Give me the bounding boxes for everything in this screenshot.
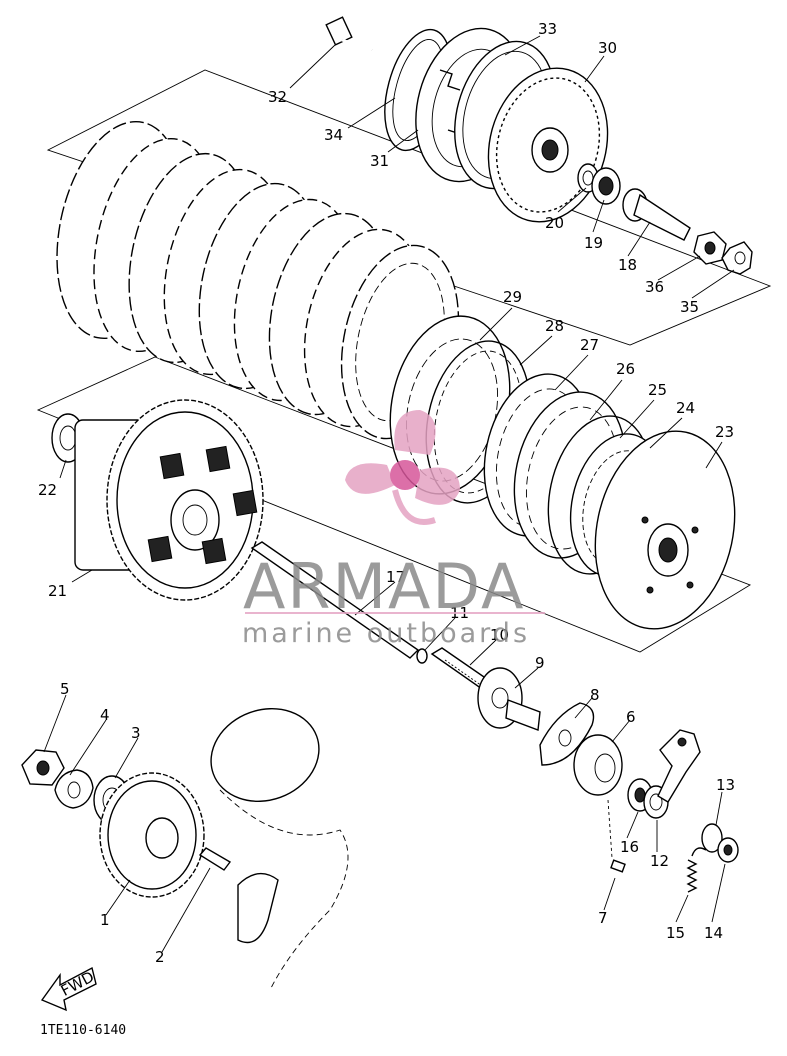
part-label-8: 8 xyxy=(590,686,600,704)
part-label-19: 19 xyxy=(584,234,603,252)
part-label-23: 23 xyxy=(715,423,734,441)
propeller-logo-icon xyxy=(345,410,460,525)
leader-lines xyxy=(43,35,735,953)
part-label-4: 4 xyxy=(100,706,110,724)
fwd-label: FWD xyxy=(58,968,97,1000)
part-label-16: 16 xyxy=(620,838,639,856)
part-label-24: 24 xyxy=(676,399,695,417)
spring-15 xyxy=(686,847,707,893)
part-label-12: 12 xyxy=(650,852,669,870)
part-label-9: 9 xyxy=(535,654,545,672)
part-label-15: 15 xyxy=(666,924,685,942)
washer-13 xyxy=(701,823,723,853)
part-labels: 1 2 3 4 5 6 7 8 9 10 11 12 13 14 15 16 1… xyxy=(38,20,735,966)
key-2 xyxy=(198,847,232,871)
plate-8 xyxy=(539,702,595,766)
o-ring-11 xyxy=(416,648,428,664)
document-code: 1TE110-6140 xyxy=(40,1023,126,1038)
push-rod-18 xyxy=(622,188,691,241)
part-label-35: 35 xyxy=(680,298,699,316)
part-label-10: 10 xyxy=(490,626,509,644)
part-label-7: 7 xyxy=(598,909,608,927)
armada-watermark: ARMADA marine outboards xyxy=(242,410,545,649)
watermark-underline xyxy=(245,612,545,614)
clutch-boss-23 xyxy=(594,430,736,630)
part-label-5: 5 xyxy=(60,680,70,698)
clutch-housing-21 xyxy=(74,399,264,601)
part-label-29: 29 xyxy=(503,288,522,306)
part-label-13: 13 xyxy=(716,776,735,794)
part-label-31: 31 xyxy=(370,152,389,170)
part-label-6: 6 xyxy=(626,708,636,726)
pressure-plate-30 xyxy=(487,67,609,223)
nut-5 xyxy=(21,749,65,786)
part-label-36: 36 xyxy=(645,278,664,296)
watermark-tagline: marine outboards xyxy=(242,618,530,649)
part-label-30: 30 xyxy=(598,39,617,57)
part-label-26: 26 xyxy=(616,360,635,378)
clutch-plate-stack xyxy=(56,120,460,440)
part-label-1: 1 xyxy=(100,911,110,929)
push-lever-9 xyxy=(477,667,541,731)
lock-washer-35 xyxy=(721,241,753,275)
part-label-27: 27 xyxy=(580,336,599,354)
part-label-28: 28 xyxy=(545,317,564,335)
watermark-brand: ARMADA xyxy=(243,550,525,623)
nut-36 xyxy=(693,231,727,265)
part-label-34: 34 xyxy=(324,126,343,144)
part-label-3: 3 xyxy=(131,724,141,742)
part-label-17: 17 xyxy=(386,568,405,586)
bolt-32 xyxy=(325,16,373,52)
lock-washer-4 xyxy=(54,769,94,809)
part-label-2: 2 xyxy=(155,948,165,966)
part-label-18: 18 xyxy=(618,256,637,274)
primary-drive-gear-1 xyxy=(99,772,205,898)
part-label-21: 21 xyxy=(48,582,67,600)
fwd-arrow: FWD xyxy=(40,966,97,1012)
part-label-33: 33 xyxy=(538,20,557,38)
pin-7 xyxy=(607,799,626,873)
bearing-19 xyxy=(591,167,621,205)
nut-14 xyxy=(717,837,739,863)
seal-6 xyxy=(573,734,623,796)
push-rod-17 xyxy=(250,541,420,659)
crankshaft xyxy=(210,708,349,991)
part-label-32: 32 xyxy=(268,88,287,106)
lever-arm xyxy=(657,729,701,803)
hub-group-outline xyxy=(36,356,752,653)
part-label-22: 22 xyxy=(38,481,57,499)
part-label-20: 20 xyxy=(545,214,564,232)
part-label-14: 14 xyxy=(704,924,723,942)
part-label-25: 25 xyxy=(648,381,667,399)
